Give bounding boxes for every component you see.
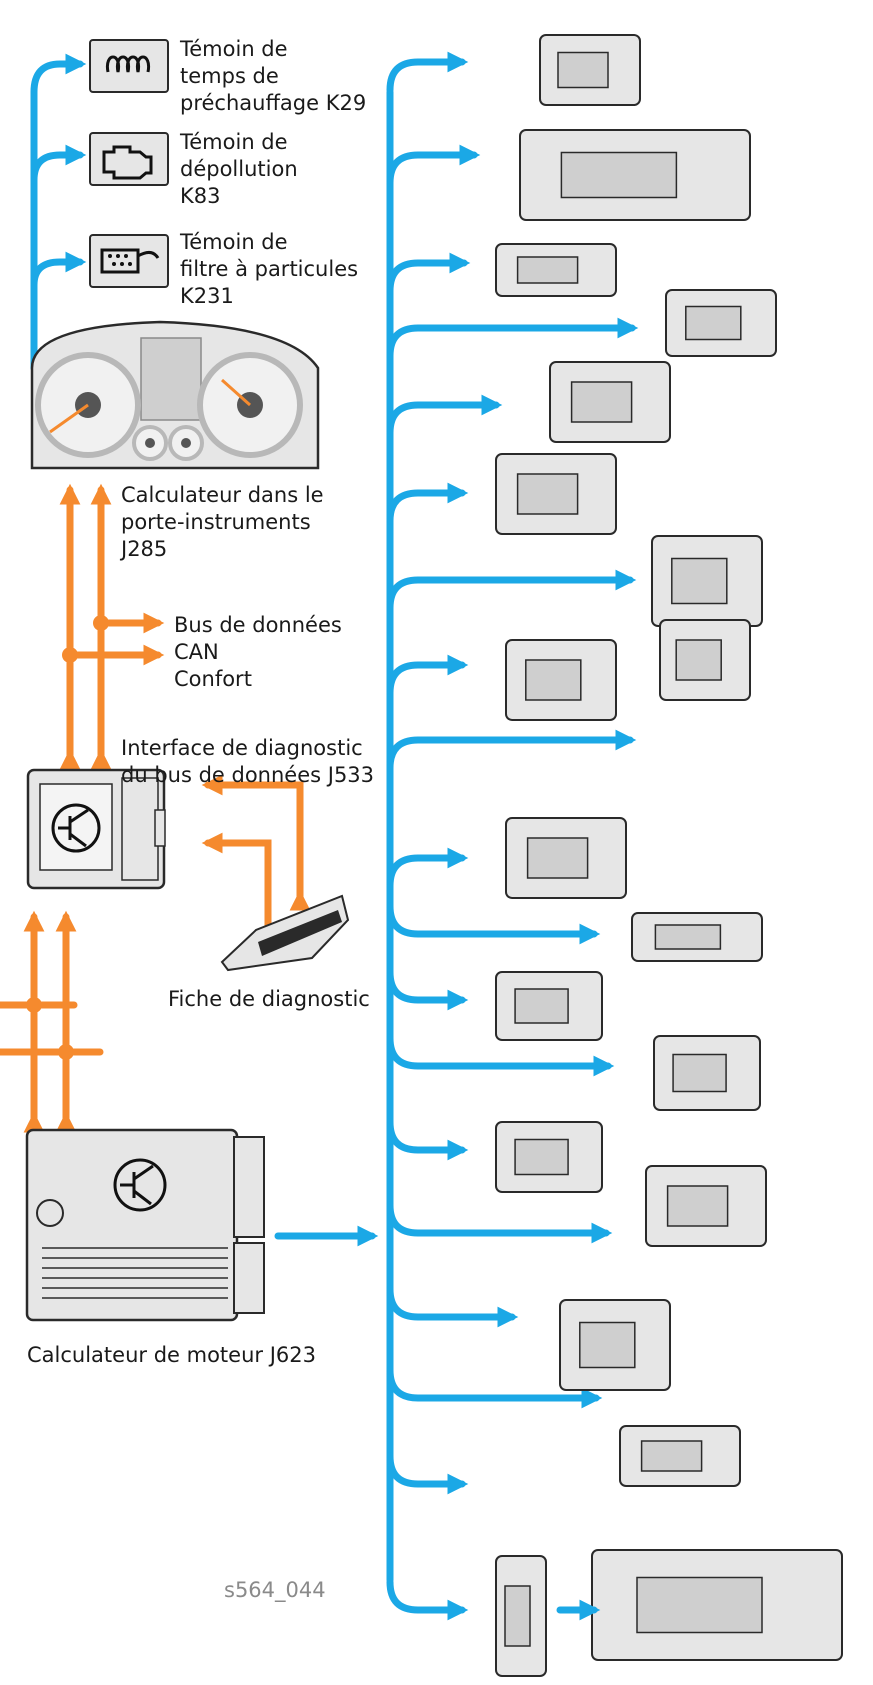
glow-plugs-icon (591, 1549, 843, 1661)
gateway-label: Interface de diagnostic du bus de donnée… (121, 736, 375, 787)
output-branch-5 (386, 394, 503, 437)
instrument-ecu-label: Calculateur dans le porte-instruments J2… (121, 483, 324, 561)
coolant-pump-icon (495, 971, 603, 1041)
gateway-module (26, 768, 166, 890)
diagnostic-plug (220, 894, 350, 972)
output-branch-18 (386, 1452, 469, 1495)
lamp-emissions (89, 132, 169, 186)
transistor-icon (51, 803, 101, 853)
glow-plug-relay-icon (495, 1555, 547, 1677)
output-branch-16 (386, 1285, 519, 1328)
regulating-valve-icon (665, 289, 777, 357)
output-branches (386, 51, 639, 1621)
can-bus-label: Bus de données CAN Confort (174, 613, 342, 691)
engine-ecu (25, 1128, 265, 1322)
output-branch-9 (386, 729, 637, 772)
output-branch-3 (386, 252, 471, 295)
regulating-valve-icon (645, 1165, 767, 1247)
engine-icon (102, 145, 153, 180)
pressure-converter-icon (505, 817, 627, 899)
engine-ecu-label: Calculateur de moteur J623 (27, 1343, 316, 1367)
coolant-pump-icon (495, 1121, 603, 1193)
output-branch-8 (386, 654, 469, 697)
output-branch-15 (386, 1201, 613, 1244)
output-branch-4 (386, 317, 639, 360)
lambda-heater-icon (559, 1299, 671, 1391)
output-branch-13 (386, 1034, 615, 1077)
injector-set-icon (519, 129, 751, 221)
instrument-cluster (30, 320, 320, 470)
control-valve-icon (631, 912, 763, 962)
lamp-label-k29: Témoin de temps de préchauffage K29 (180, 37, 367, 115)
output-branch-14 (386, 1118, 469, 1161)
lamp-label-k231: Témoin de filtre à particules K231 (180, 230, 359, 308)
diag-plug-label: Fiche de diagnostic (168, 987, 370, 1011)
particulate-filter-icon (100, 248, 160, 274)
sensor-with-relay-icon (539, 34, 641, 106)
pressure-converter-icon (495, 453, 617, 535)
output-branch-6 (386, 482, 469, 525)
actuator-components (495, 34, 843, 1677)
glow-plug-coil-icon (105, 55, 151, 73)
output-branch-11 (386, 902, 601, 945)
output-branch-7 (386, 569, 637, 612)
solenoid-valve-icon (495, 243, 617, 297)
output-branch-1 (386, 51, 469, 94)
throttle-valve-icon (659, 619, 751, 701)
lamp-label-k83: Témoin de dépollution K83 (180, 130, 298, 208)
output-branch-19 (386, 1578, 469, 1621)
lamp-particulate-filter (89, 234, 169, 288)
lamp-feed-lines (30, 53, 87, 372)
coolant-pump-icon (653, 1035, 761, 1111)
lamp-glow-time (89, 39, 169, 93)
output-branch-12 (386, 968, 469, 1011)
fuel-metering-valve-icon (651, 535, 763, 627)
output-branch-2 (386, 144, 481, 187)
exhaust-flap-icon (619, 1425, 741, 1487)
pressure-converter-icon (549, 361, 671, 443)
output-branch-10 (386, 847, 469, 890)
transistor-icon (113, 1158, 167, 1212)
figure-reference: s564_044 (224, 1578, 326, 1602)
output-branch-17 (386, 1366, 603, 1409)
throttle-motor-icon (505, 639, 617, 721)
